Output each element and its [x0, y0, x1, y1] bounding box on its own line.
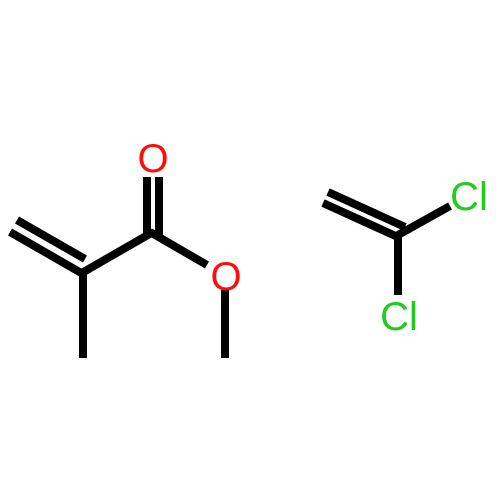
bond-vinyl-double-inner — [15, 216, 87, 263]
bond-vinyl-double-outer — [8, 228, 85, 278]
methyl-methacrylate-molecule: O O — [8, 137, 242, 358]
bond-ethene-double-outer — [321, 199, 402, 242]
dichloroethene-molecule: Cl Cl — [321, 175, 488, 339]
atom-chlorine-2: Cl — [380, 295, 418, 339]
bond-ethene-double-inner — [326, 188, 407, 231]
bond-alpha-carbonyl — [78, 228, 155, 278]
bond-carbon-chlorine-1 — [396, 202, 452, 239]
bond-carbonyl-ester-oxygen — [147, 228, 210, 269]
atom-oxygen-carbonyl: O — [137, 137, 168, 181]
atom-chlorine-1: Cl — [450, 175, 488, 219]
atom-oxygen-ester: O — [210, 255, 241, 299]
